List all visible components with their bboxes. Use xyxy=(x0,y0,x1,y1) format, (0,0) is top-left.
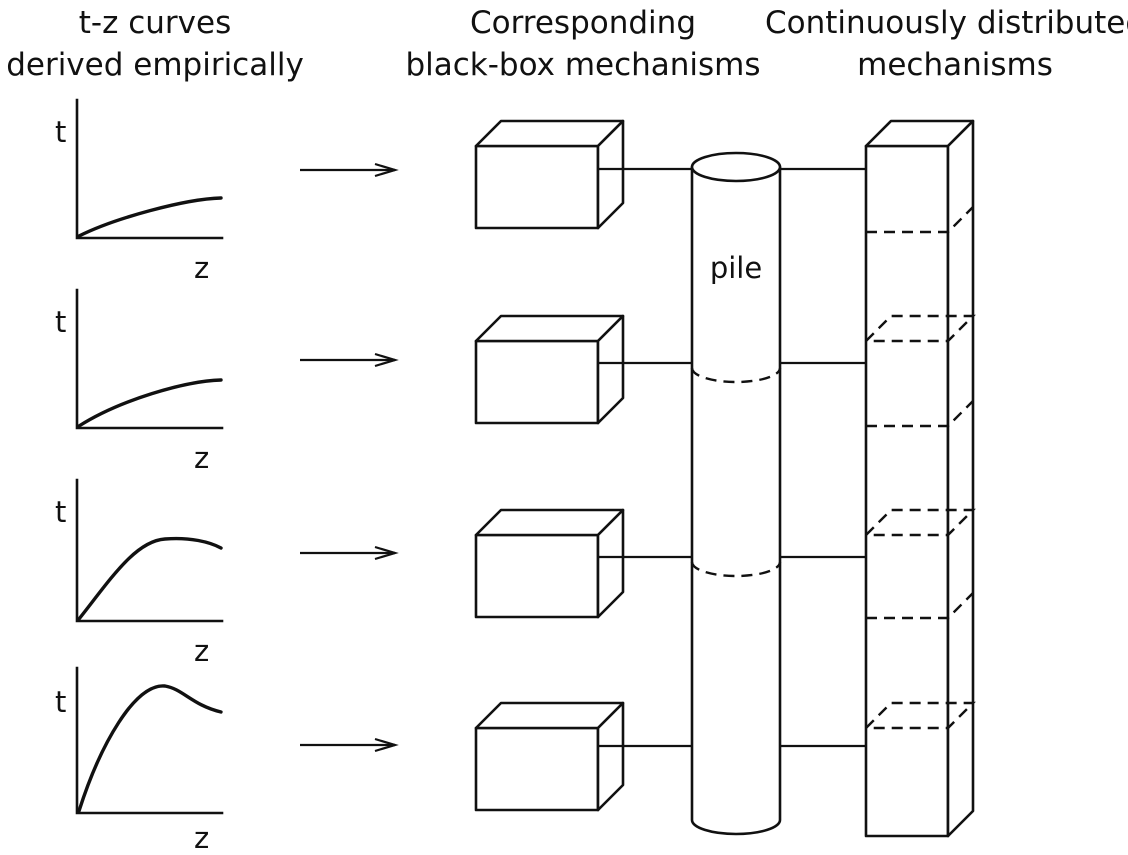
black-box-cube-4 xyxy=(474,701,625,812)
z-axis-label-1: z xyxy=(194,251,209,285)
tz-curve-line-4 xyxy=(77,684,223,813)
black-box-cube-2 xyxy=(474,314,625,425)
header-col2-line2: black-box mechanisms xyxy=(405,47,760,83)
tz-curve-2: t z xyxy=(55,288,224,475)
header-col1-line2: derived empirically xyxy=(6,47,304,83)
z-axis-label-3: z xyxy=(194,634,209,668)
arrow-2 xyxy=(300,352,399,368)
tz-curve-1: t z xyxy=(55,98,224,285)
tz-curve-3: t z xyxy=(55,478,224,668)
header-col1-line1: t-z curves xyxy=(79,5,231,41)
tz-curve-line-3 xyxy=(77,536,223,621)
black-box-cube-1 xyxy=(474,119,625,230)
tz-axes-2 xyxy=(75,288,224,430)
continuous-column xyxy=(864,119,976,838)
arrow-1 xyxy=(300,162,399,178)
column-layer-dashes xyxy=(865,206,976,730)
tz-axes-1 xyxy=(75,98,224,240)
arrow-4 xyxy=(300,737,399,753)
header-col3-line1: Continuously distributed xyxy=(765,5,1128,41)
black-box-cube-3 xyxy=(474,508,625,619)
tz-axes-4 xyxy=(75,666,224,815)
arrow-3 xyxy=(300,545,399,561)
t-axis-label-4: t xyxy=(55,685,66,719)
pile-label: pile xyxy=(710,251,762,285)
t-axis-label-3: t xyxy=(55,495,66,529)
tz-curve-4: t z xyxy=(55,666,224,855)
pile-cylinder: pile xyxy=(690,151,782,836)
pile-section-1 xyxy=(690,367,782,384)
t-axis-label-2: t xyxy=(55,305,66,339)
z-axis-label-4: z xyxy=(194,821,209,850)
tz-curve-line-1 xyxy=(77,196,223,238)
t-axis-label-1: t xyxy=(55,115,66,149)
header-col3-line2: mechanisms xyxy=(857,47,1053,83)
z-axis-label-2: z xyxy=(194,441,209,475)
tz-curve-line-2 xyxy=(77,378,223,428)
tz-axes-3 xyxy=(75,478,224,623)
header-col2-line1: Corresponding xyxy=(470,5,696,41)
pile-section-2 xyxy=(690,561,782,578)
